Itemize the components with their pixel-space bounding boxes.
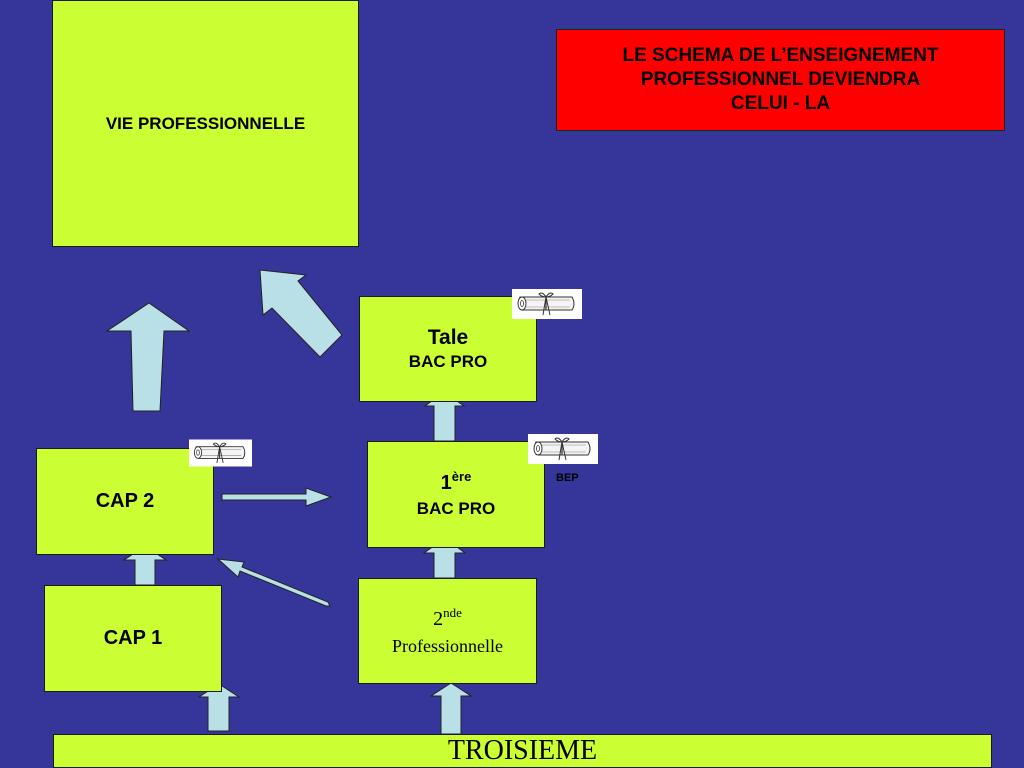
- arrow-cap2-to-premiere: [221, 487, 333, 507]
- diploma-scroll-icon: [189, 439, 252, 467]
- premiere-sup: ère: [451, 468, 472, 484]
- cap2-label: CAP 2: [95, 490, 155, 512]
- arrow-troisieme-to-cap1: [197, 683, 241, 732]
- diploma-scroll-icon: [528, 434, 598, 464]
- box-seconde: 2nde Professionnelle: [358, 578, 537, 684]
- seconde-pro-label: Professionnelle: [392, 636, 503, 656]
- seconde-number: 2nde: [433, 605, 462, 630]
- box-troisieme: TROISIEME: [53, 734, 992, 768]
- cap1-label: CAP 1: [103, 627, 163, 649]
- box-cap2: CAP 2: [36, 448, 214, 555]
- title-line-1: LE SCHEMA DE L’ENSEIGNEMENT: [622, 45, 939, 66]
- arrow-seconde-to-cap2: [216, 558, 331, 607]
- arrow-tale-to-vie: [259, 269, 343, 358]
- tale-bac-label: BAC PRO: [408, 352, 488, 371]
- premiere-number: 1ère: [440, 468, 472, 494]
- title-box: LE SCHEMA DE L’ENSEIGNEMENT PROFESSIONNE…: [556, 29, 1005, 131]
- box-cap1: CAP 1: [44, 585, 222, 692]
- tale-label: Tale: [427, 326, 469, 349]
- title-line-2: PROFESSIONNEL DEVIENDRA: [640, 69, 921, 90]
- box-premiere: 1ère BAC PRO: [367, 441, 545, 548]
- troisieme-label: TROISIEME: [447, 735, 598, 766]
- vie-label: VIE PROFESSIONNELLE: [105, 113, 306, 133]
- diploma-scroll-icon: [512, 289, 582, 319]
- arrow-cap2-to-vie: [105, 302, 191, 412]
- box-vie-professionnelle: VIE PROFESSIONNELLE: [52, 0, 359, 247]
- title-line-3: CELUI - LA: [730, 93, 831, 114]
- bep-label: BEP: [556, 472, 579, 484]
- premiere-bac-label: BAC PRO: [416, 498, 496, 518]
- box-terminale: Tale BAC PRO: [359, 296, 537, 402]
- arrow-troisieme-to-seconde: [429, 682, 473, 735]
- seconde-sup: nde: [443, 605, 462, 620]
